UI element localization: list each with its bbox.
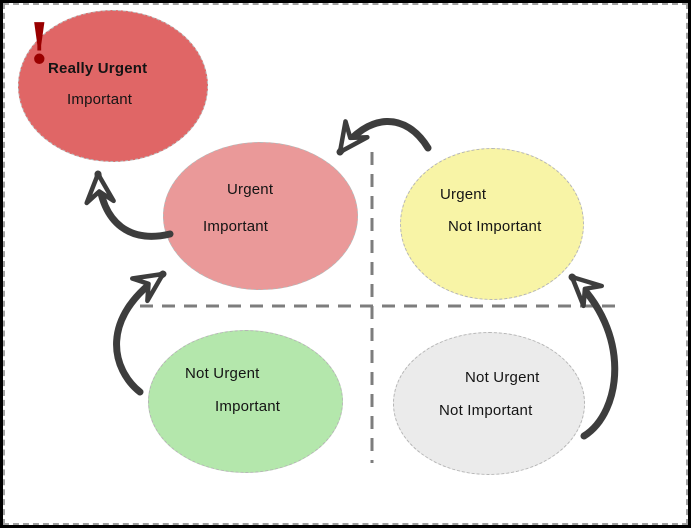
node-yellow-line1: Urgent [440,186,487,203]
node-gray-line1: Not Urgent [465,369,540,386]
arrow-gray-to-yellow [568,273,619,440]
node-yellow [400,148,584,300]
arrow-pink-to-red [84,170,174,240]
node-red-line1: Really Urgent [48,60,148,77]
node-green-line2: Important [215,398,281,415]
node-yellow-line2: Not Important [448,218,542,235]
node-red-line2: Important [67,91,133,108]
exclamation-icon: ! [27,11,52,77]
node-green [148,330,343,473]
node-gray-line2: Not Important [439,402,533,419]
node-gray [393,332,585,475]
arrow-yellow-to-pink [336,118,432,156]
node-pink [163,142,358,290]
node-green-line1: Not Urgent [185,365,260,382]
node-pink-line1: Urgent [227,181,274,198]
node-pink-line2: Important [203,218,269,235]
arrow-green-to-pink [113,270,167,396]
node-red [18,10,208,162]
